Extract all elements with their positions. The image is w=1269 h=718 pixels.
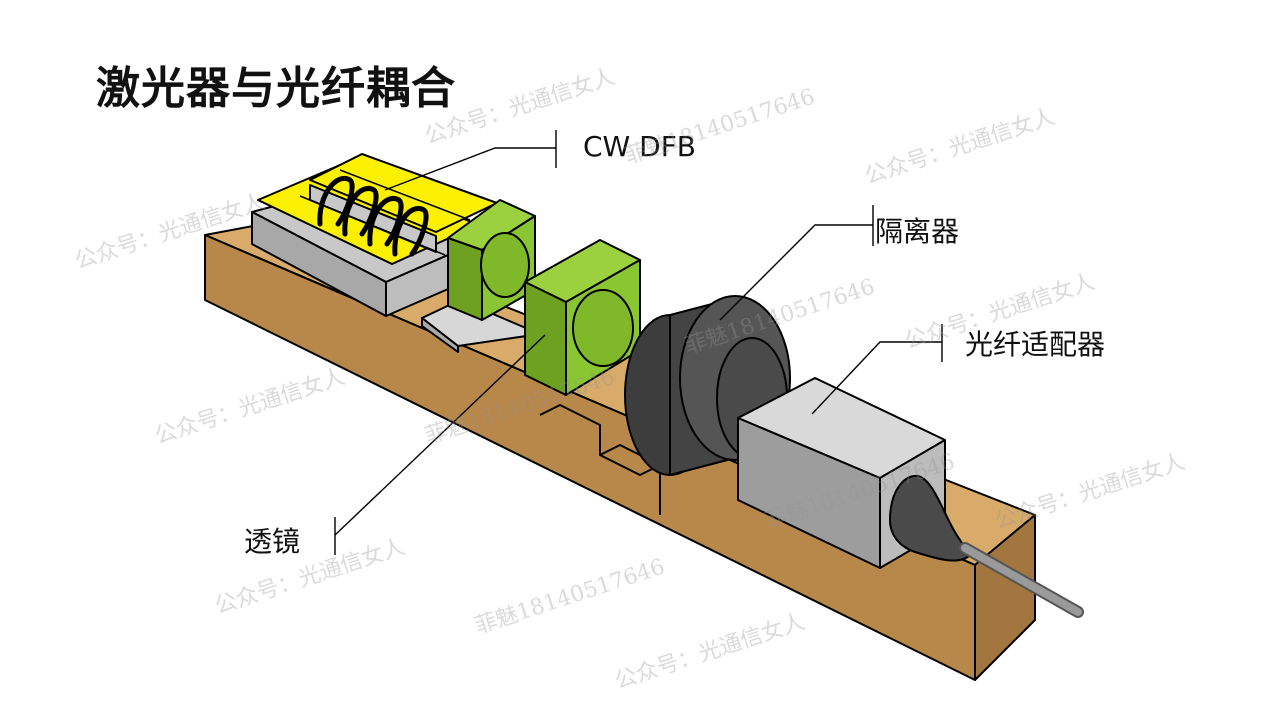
fiber-adapter [737,377,1084,618]
isolator [624,295,791,476]
lens-2 [524,239,641,396]
callout-lines [334,130,943,555]
page-title: 激光器与光纤耦合 [96,63,456,114]
label-fiber-adapter: 光纤适配器 [965,328,1106,361]
lens-1 [421,199,541,353]
label-isolator: 隔离器 [875,215,960,248]
wire-bonds [317,176,429,257]
label-cw-dfb: CW DFB [583,130,697,163]
label-lens: 透镜 [244,525,301,558]
